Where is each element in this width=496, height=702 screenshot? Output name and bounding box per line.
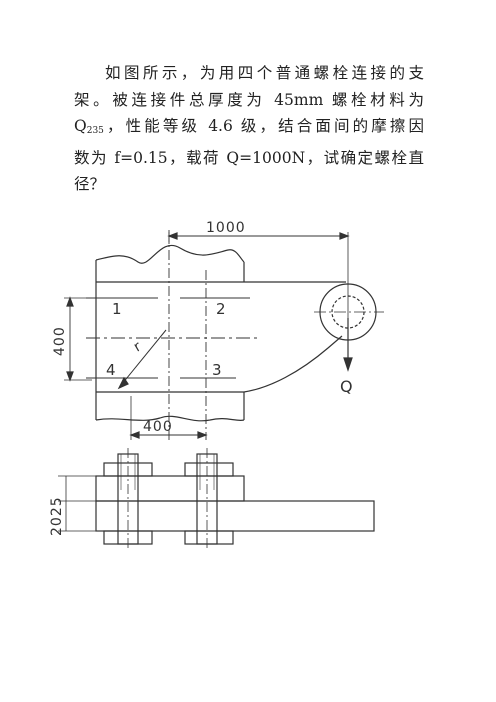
dim-bottom-arrow-right: [197, 431, 208, 439]
problem-line-2: 架。被连接件总厚度为 45mm 螺栓材料为: [74, 90, 424, 109]
load-arrow-head: [343, 357, 353, 372]
material-grade-subscript: 235: [86, 126, 104, 136]
break-line-bottom: [95, 415, 245, 422]
problem-line-4: 数为 f=0.15，载荷 Q=1000N，试确定螺栓直: [74, 148, 424, 167]
dim-bottom-arrow-left: [129, 431, 140, 439]
bolt-label-1: 1: [112, 300, 122, 318]
problem-line-1: 如图所示，为用四个普通螺栓连接的支: [105, 64, 424, 82]
bolt-label-3: 3: [212, 361, 222, 379]
bolt-label-2: 2: [216, 300, 226, 318]
radius-arrow-head: [117, 376, 129, 390]
bolt-right-nut-top: [184, 462, 234, 477]
problem-line-3-rest: ，性能等级 4.6 级，结合面间的摩擦因: [103, 117, 424, 135]
dim-bottom-label: 400: [143, 419, 173, 435]
dim-height-arrow-bottom: [66, 371, 74, 382]
load-label: Q: [340, 377, 353, 396]
break-line-top: [95, 244, 245, 264]
radius-line: [121, 329, 167, 385]
bolt-right-head-bottom: [184, 530, 234, 545]
dim-thickness-label: 2025: [49, 496, 65, 536]
lower-plate: [95, 500, 375, 532]
problem-statement: 如图所示，为用四个普通螺栓连接的支 架。被连接件总厚度为 45mm 螺栓材料为 …: [74, 60, 424, 198]
dim-top-label: 1000: [206, 220, 246, 236]
arm-lower-edge: [243, 335, 343, 393]
bolt-label-4: 4: [106, 361, 116, 379]
dim-height-label: 400: [52, 326, 68, 356]
dim-top-arrow-right: [339, 232, 350, 240]
material-grade: Q: [74, 117, 87, 135]
radius-label: r: [131, 339, 144, 356]
dim-top-arrow-left: [167, 232, 178, 240]
problem-line-3: Q235，性能等级 4.6 级，结合面间的摩擦因: [74, 113, 424, 145]
problem-line-5: 径？: [74, 175, 106, 193]
dim-height-arrow-top: [66, 296, 74, 307]
